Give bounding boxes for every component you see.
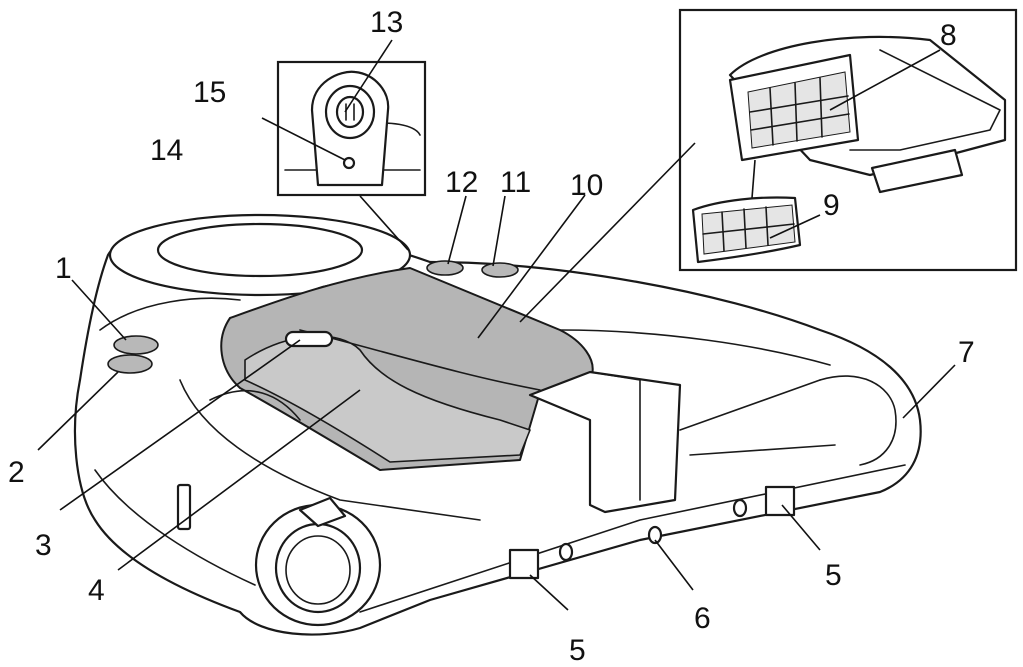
callout-5-left: 5	[569, 634, 586, 667]
callout-1: 1	[55, 252, 72, 285]
callout-6: 6	[694, 602, 711, 635]
vacuum-body	[73, 213, 922, 636]
callout-15: 15	[193, 76, 226, 109]
callout-12: 12	[445, 166, 478, 199]
sensor-5-left	[508, 548, 540, 580]
hole-6	[647, 525, 663, 545]
button-1	[113, 335, 159, 355]
callout-labels: 1 2 3 4 5 5 6 7 8 9 10 11 12 13 15 14	[8, 6, 975, 667]
callout-7: 7	[958, 336, 975, 369]
callout-11: 11	[500, 166, 531, 199]
button-11	[481, 262, 519, 278]
sensor-5-right	[764, 485, 796, 517]
filter-inset	[519, 8, 1018, 323]
callout-8: 8	[940, 19, 957, 52]
button-2	[107, 354, 153, 374]
callout-4: 4	[88, 574, 105, 607]
callout-5-right: 5	[825, 559, 842, 592]
callout-14: 14	[150, 134, 183, 167]
callout-13: 13	[370, 6, 403, 39]
callout-9: 9	[823, 189, 840, 222]
button-12	[426, 260, 464, 276]
switch-inset	[276, 60, 427, 251]
callout-10: 10	[570, 169, 603, 202]
callout-3: 3	[35, 529, 52, 562]
leader-lines	[37, 39, 956, 611]
callout-2: 2	[8, 456, 25, 489]
